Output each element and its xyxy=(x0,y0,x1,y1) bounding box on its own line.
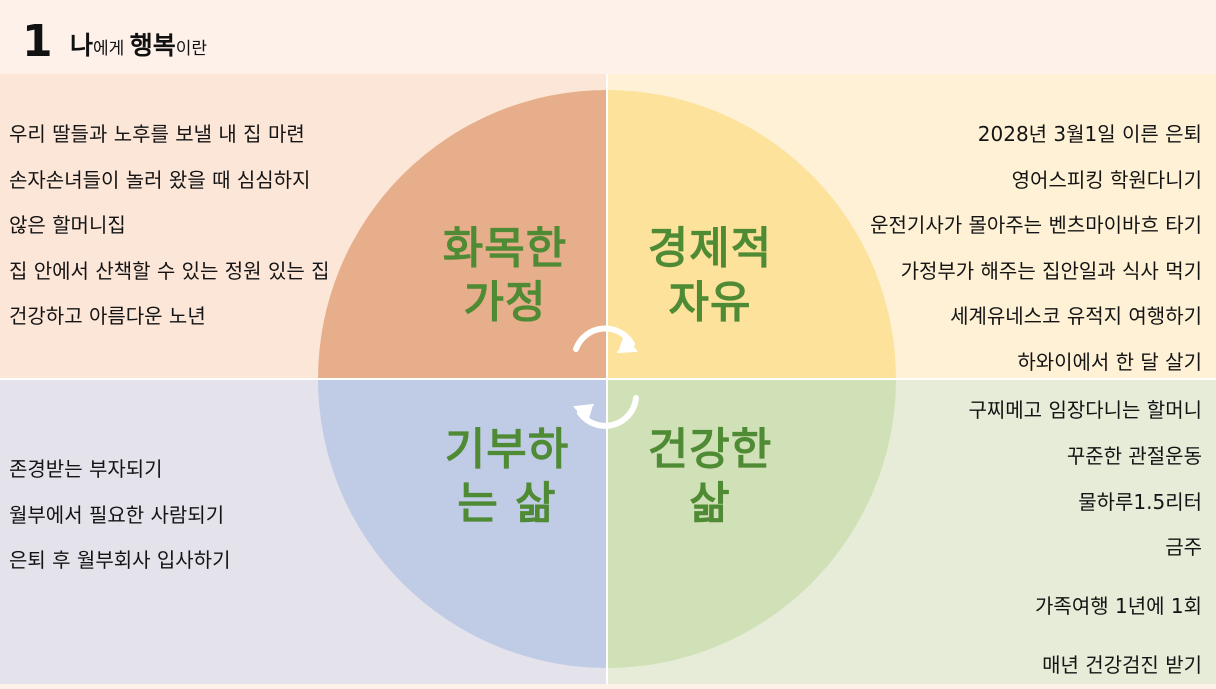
quadrant-label-family: 화목한 가정 xyxy=(420,222,590,330)
list-item: 집 안에서 산책할 수 있는 정원 있는 집 xyxy=(9,258,330,283)
cycle-arrows-icon xyxy=(572,325,639,429)
list-item: 세계유네스코 유적지 여행하기 xyxy=(950,304,1202,328)
label-line: 경제적 xyxy=(647,223,773,274)
list-item: 손자손녀들이 놀러 왔을 때 심심하지 xyxy=(9,167,311,192)
label-line: 는 삶 xyxy=(457,478,557,529)
giving-goals-list: 존경받는 부자되기 월부에서 필요한 사람되기 은퇴 후 월부회사 입사하기 xyxy=(9,447,230,584)
section-number: 1 xyxy=(22,16,53,67)
slide-title: 나에게 행복이란 xyxy=(70,28,207,67)
list-item: 가정부가 해주는 집안일과 식사 먹기 xyxy=(900,258,1202,283)
slice-top-left xyxy=(318,90,607,379)
slice-top-right xyxy=(607,90,896,379)
family-goals-list: 우리 딸들과 노후를 보낼 내 집 마련 손자손녀들이 놀러 왔을 때 심심하지… xyxy=(9,112,330,340)
list-item: 영어스피킹 학원다니기 xyxy=(1011,167,1202,192)
economic-goals-list: 2028년 3월1일 이른 은퇴 영어스피킹 학원다니기 운전기사가 몰아주는 … xyxy=(870,112,1202,385)
list-item: 가족여행 1년에 1회 xyxy=(1035,594,1202,619)
quadrant-label-giving: 기부하 는 삶 xyxy=(422,423,592,531)
list-item: 존경받는 부자되기 xyxy=(9,457,163,481)
health-goals-list: 구찌메고 임장다니는 할머니 꾸준한 관절운동 물하루1.5리터 금주 가족여행… xyxy=(968,388,1202,689)
title-part-4: 이란 xyxy=(175,39,207,59)
list-item: 운전기사가 몰아주는 벤츠마이바흐 타기 xyxy=(870,213,1202,237)
quadrant-label-health: 건강한 삶 xyxy=(625,423,795,531)
slide-header: 1 나에게 행복이란 xyxy=(0,0,1216,74)
list-item: 2028년 3월1일 이른 은퇴 xyxy=(977,122,1202,146)
label-line: 가정 xyxy=(463,277,547,328)
label-line: 삶 xyxy=(689,478,731,529)
list-item: 하와이에서 한 달 살기 xyxy=(1017,349,1202,374)
title-part-3: 행복 xyxy=(129,31,176,60)
list-item: 건강하고 아름다운 노년 xyxy=(9,304,206,328)
label-line: 기부하 xyxy=(444,424,570,475)
title-part-1: 나 xyxy=(70,31,94,60)
list-item: 우리 딸들과 노후를 보낼 내 집 마련 xyxy=(9,122,305,146)
list-item: 구찌메고 임장다니는 할머니 xyxy=(968,398,1202,422)
label-line: 건강한 xyxy=(647,424,773,475)
list-item: 월부에서 필요한 사람되기 xyxy=(9,502,225,527)
slice-bottom-left xyxy=(318,379,607,668)
list-item: 매년 건강검진 받기 xyxy=(1042,652,1202,677)
list-item: 금주 xyxy=(1165,535,1202,560)
list-item: 물하루1.5리터 xyxy=(1078,489,1202,514)
quadrant-label-economic: 경제적 자유 xyxy=(625,222,795,330)
label-line: 자유 xyxy=(668,277,752,328)
title-part-2: 에게 xyxy=(93,39,130,59)
label-line: 화목한 xyxy=(442,223,568,274)
list-item: 꾸준한 관절운동 xyxy=(1066,443,1202,468)
list-item: 않은 할머니집 xyxy=(9,213,126,237)
list-item: 은퇴 후 월부회사 입사하기 xyxy=(9,548,231,572)
slice-bottom-right xyxy=(607,379,896,668)
